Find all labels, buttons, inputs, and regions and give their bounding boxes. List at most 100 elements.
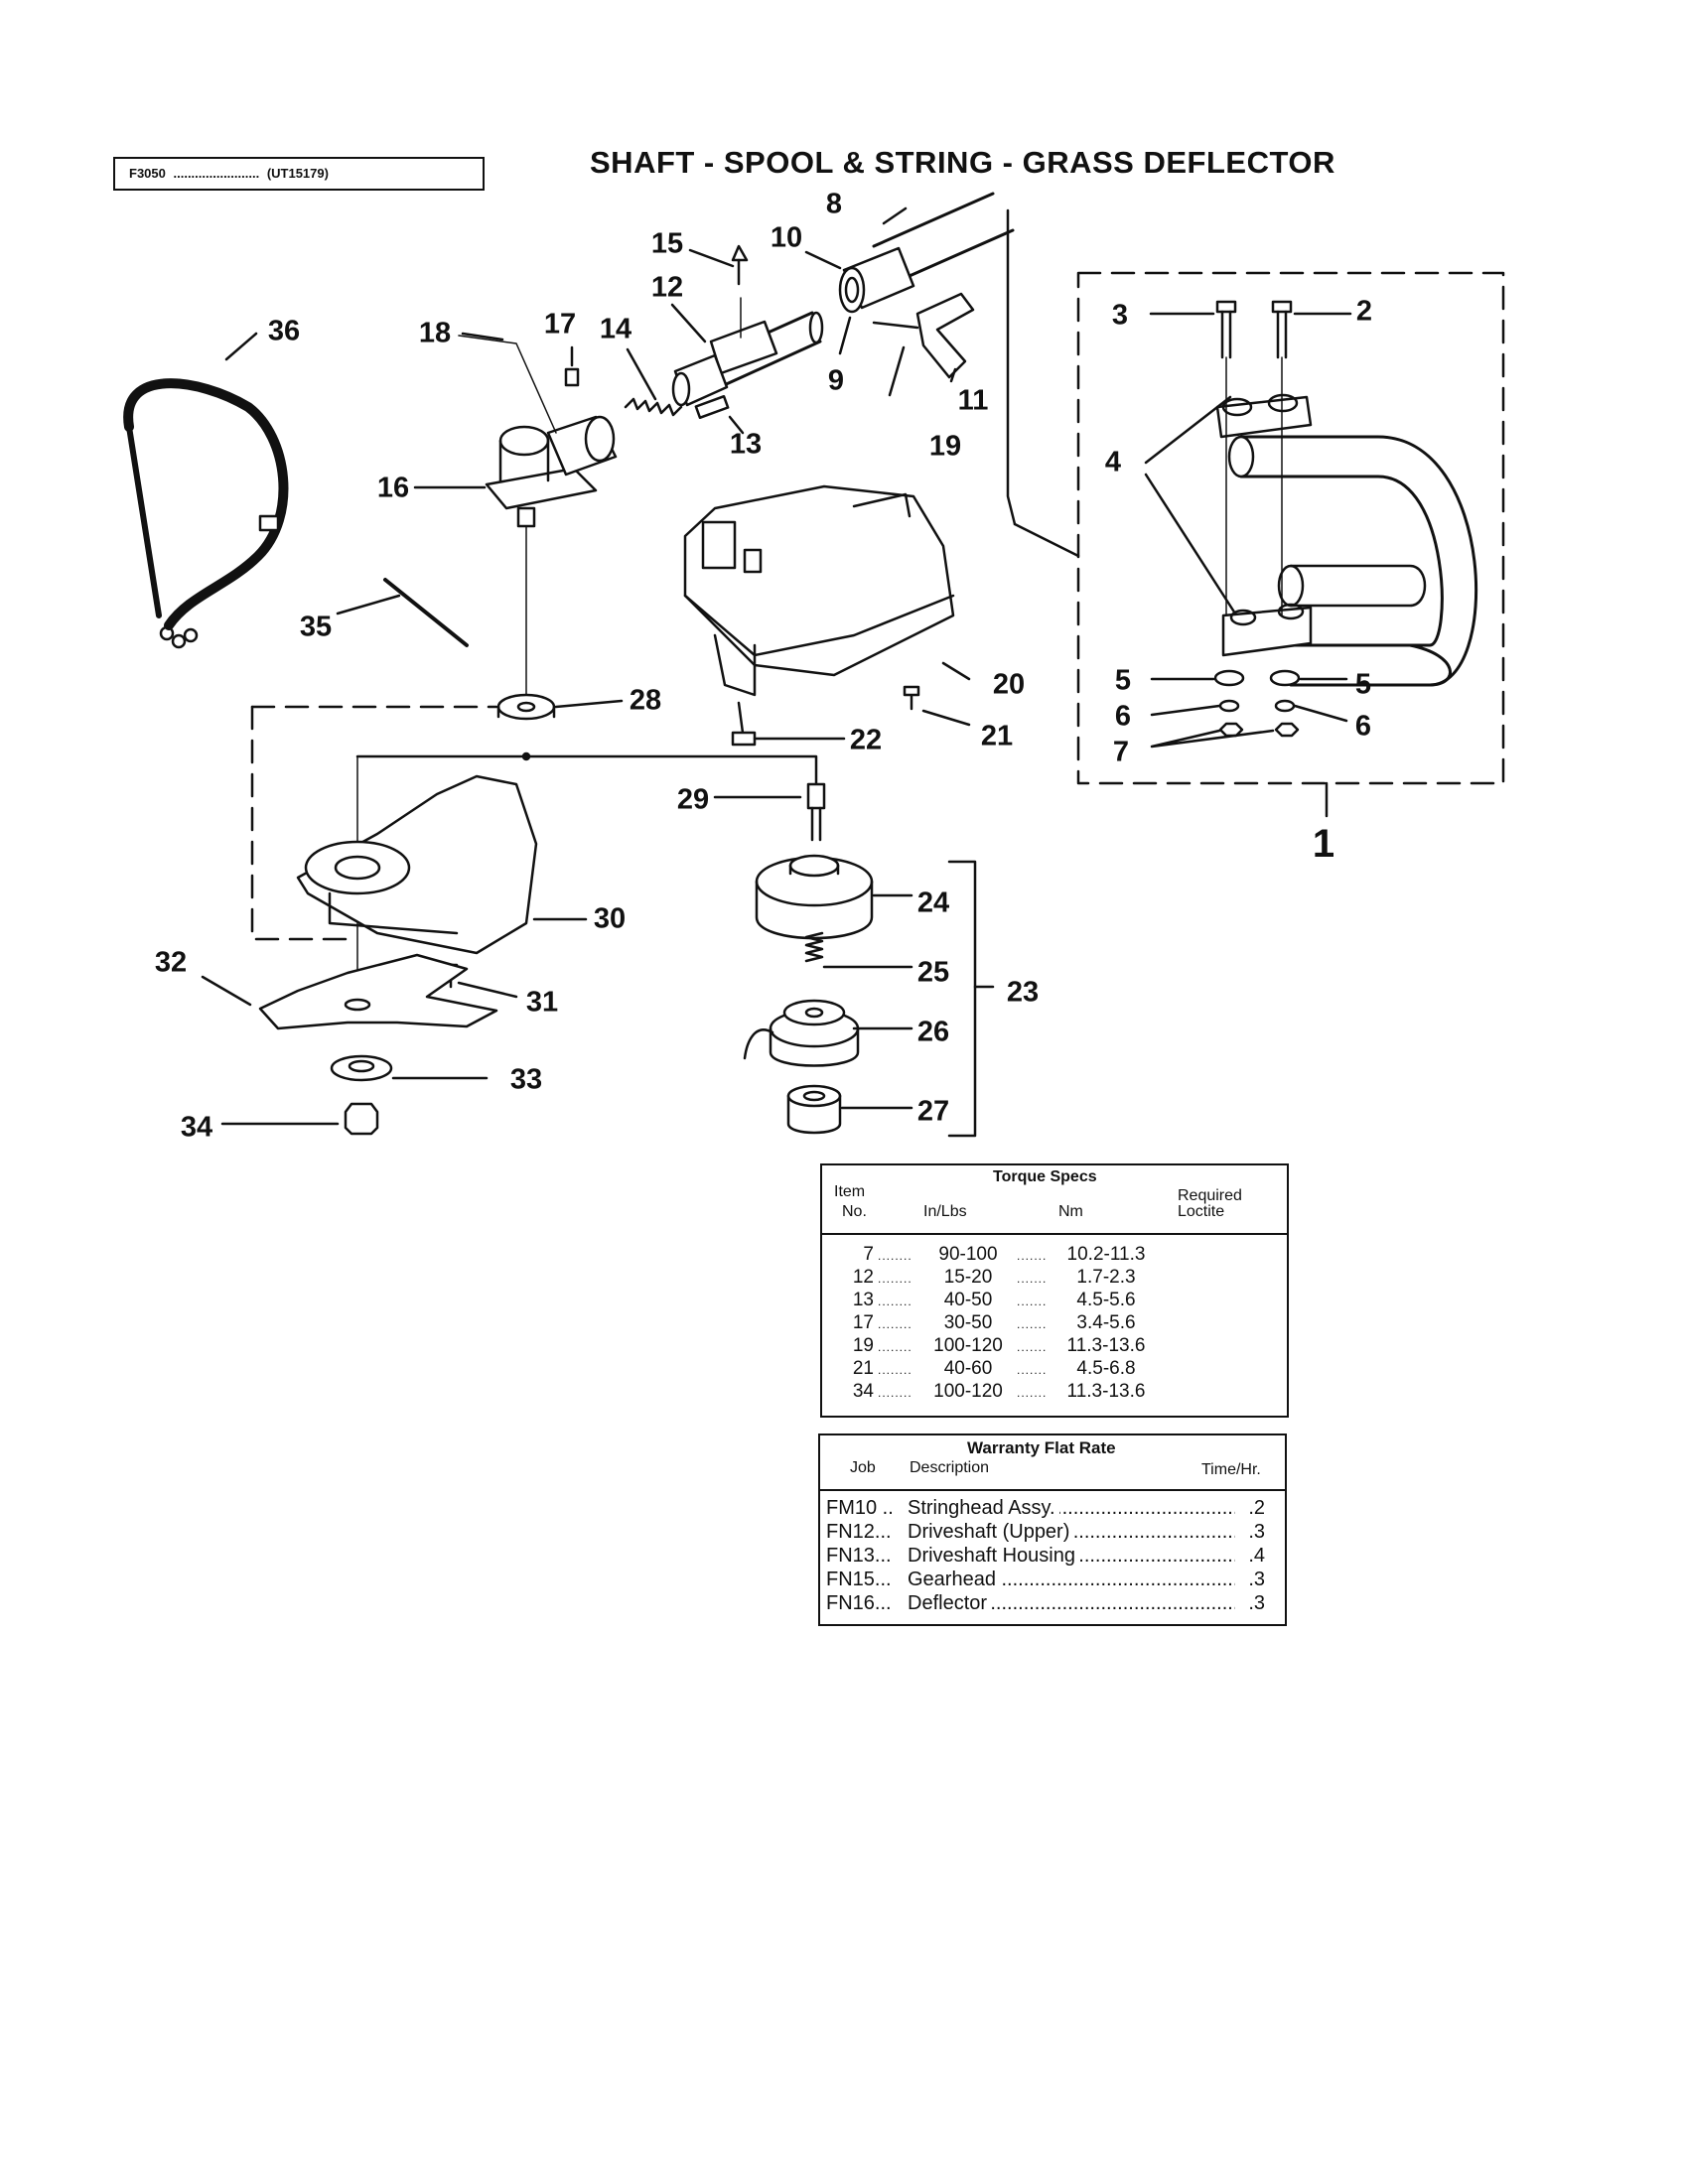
callout-6a: 6 bbox=[1114, 700, 1132, 733]
callout-31: 31 bbox=[525, 986, 559, 1019]
inlbs-value: 40-50 bbox=[943, 1290, 993, 1310]
inlbs-value: 90-100 bbox=[938, 1244, 998, 1265]
warranty-flat-rate-table: Warranty Flat Rate Job Description Time/… bbox=[818, 1433, 1287, 1626]
job-time: .3 bbox=[1248, 1592, 1265, 1614]
leader-6 bbox=[1150, 704, 1348, 723]
col-no-label: No. bbox=[842, 1203, 867, 1220]
job-code: FN13... bbox=[826, 1545, 892, 1567]
callout-19: 19 bbox=[928, 430, 962, 463]
harness-strap bbox=[123, 378, 289, 649]
callout-25: 25 bbox=[916, 956, 950, 989]
callout-9: 9 bbox=[827, 364, 845, 397]
job-description: Gearhead bbox=[908, 1569, 1000, 1591]
callout-23: 23 bbox=[1006, 976, 1040, 1009]
gearhead bbox=[485, 415, 618, 528]
inlbs-value: 40-60 bbox=[943, 1358, 993, 1379]
item-no: 7 bbox=[863, 1244, 874, 1265]
callout-22: 22 bbox=[849, 724, 883, 756]
leader-12 bbox=[670, 303, 707, 343]
nm-value: 11.3-13.6 bbox=[1066, 1381, 1146, 1402]
callout-12: 12 bbox=[650, 271, 684, 304]
callout-8: 8 bbox=[825, 188, 843, 220]
col-loctite-label: Loctite bbox=[1178, 1203, 1225, 1220]
upper-shaft bbox=[872, 192, 1015, 285]
brush-blade bbox=[258, 953, 498, 1030]
handle-clamp-upper bbox=[1215, 393, 1313, 439]
leader-28 bbox=[554, 699, 624, 709]
job-code: FM10 .. bbox=[826, 1497, 894, 1519]
bolt-2 bbox=[1271, 300, 1293, 616]
job-description: Driveshaft Housing bbox=[908, 1545, 1079, 1568]
callout-21: 21 bbox=[980, 720, 1014, 752]
leader-31 bbox=[457, 981, 518, 999]
inlbs-value: 100-120 bbox=[933, 1381, 1003, 1402]
leader-10 bbox=[804, 250, 842, 270]
callout-29: 29 bbox=[676, 783, 710, 816]
leader-13 bbox=[728, 415, 745, 435]
spring-25 bbox=[804, 931, 824, 963]
callout-4: 4 bbox=[1104, 446, 1122, 478]
callout-24: 24 bbox=[916, 887, 950, 919]
torque-specs-table: Torque Specs Item No. In/Lbs Nm Required… bbox=[820, 1163, 1289, 1418]
table-row: 34........100-120.......11.3-13.6 bbox=[822, 1380, 1287, 1403]
job-code: FN16... bbox=[826, 1592, 892, 1614]
col-required-label: Required bbox=[1178, 1187, 1242, 1204]
callout-20: 20 bbox=[992, 668, 1026, 701]
leader-20 bbox=[941, 661, 971, 681]
item-no: 12 bbox=[852, 1267, 874, 1288]
col-item-label: Item bbox=[834, 1183, 866, 1200]
leader-14 bbox=[626, 347, 657, 401]
nm-value: 3.4-5.6 bbox=[1076, 1312, 1136, 1333]
junction-dot bbox=[521, 751, 531, 761]
warranty-header: Warranty Flat Rate Job Description Time/… bbox=[820, 1435, 1285, 1491]
callout-26: 26 bbox=[916, 1016, 950, 1048]
callout-6b: 6 bbox=[1354, 710, 1372, 743]
table-row: FN16... ................................… bbox=[826, 1592, 1265, 1615]
table-row: 7........90-100.......10.2-11.3 bbox=[822, 1243, 1287, 1266]
leader-21 bbox=[921, 709, 971, 727]
inlbs-value: 30-50 bbox=[943, 1312, 993, 1333]
job-description: Driveshaft (Upper) bbox=[908, 1521, 1074, 1544]
label-13 bbox=[694, 394, 730, 420]
screw-17 bbox=[564, 367, 580, 387]
job-description: Deflector bbox=[908, 1592, 992, 1615]
callout-34: 34 bbox=[180, 1111, 213, 1144]
table-row: FN13... ................................… bbox=[820, 1545, 1285, 1569]
callout-5a: 5 bbox=[1114, 664, 1132, 697]
leader-15 bbox=[688, 248, 735, 268]
leader-8 bbox=[882, 206, 908, 225]
callout-13: 13 bbox=[729, 428, 763, 461]
spacer-29 bbox=[806, 782, 826, 842]
leader-36 bbox=[224, 332, 258, 361]
callout-30: 30 bbox=[593, 902, 627, 935]
leader-18 bbox=[461, 332, 504, 341]
col-inlbs-label: In/Lbs bbox=[923, 1203, 967, 1220]
item-no: 19 bbox=[852, 1335, 874, 1356]
bracket-23 bbox=[947, 860, 977, 1138]
nm-value: 1.7-2.3 bbox=[1076, 1267, 1136, 1288]
knob-bolt bbox=[872, 292, 975, 379]
callout-33: 33 bbox=[509, 1063, 543, 1096]
handle-to-shaft-leader bbox=[1013, 522, 1080, 558]
job-time: .3 bbox=[1248, 1569, 1265, 1590]
handle-assembly-box bbox=[1076, 271, 1505, 785]
nm-value: 4.5-6.8 bbox=[1076, 1358, 1136, 1379]
callout-27: 27 bbox=[916, 1095, 950, 1128]
blade-washer bbox=[330, 1054, 393, 1082]
leader-32 bbox=[201, 975, 252, 1007]
inlbs-value: 100-120 bbox=[933, 1335, 1003, 1356]
warranty-title: Warranty Flat Rate bbox=[967, 1438, 1116, 1457]
debris-guard bbox=[683, 484, 955, 697]
callout-1: 1 bbox=[1312, 822, 1335, 866]
washers-and-nuts bbox=[1213, 669, 1301, 738]
wing-screw-15 bbox=[731, 244, 749, 286]
bump-knob bbox=[786, 1084, 842, 1135]
handle-bar bbox=[1227, 435, 1478, 687]
coupler bbox=[838, 246, 915, 314]
model-number: F3050 bbox=[129, 166, 166, 181]
blade-nut bbox=[344, 1102, 379, 1136]
callout-5b: 5 bbox=[1354, 668, 1372, 701]
job-code: FN15... bbox=[826, 1569, 892, 1590]
nm-value: 10.2-11.3 bbox=[1066, 1244, 1146, 1265]
leader-7 bbox=[1150, 729, 1275, 749]
